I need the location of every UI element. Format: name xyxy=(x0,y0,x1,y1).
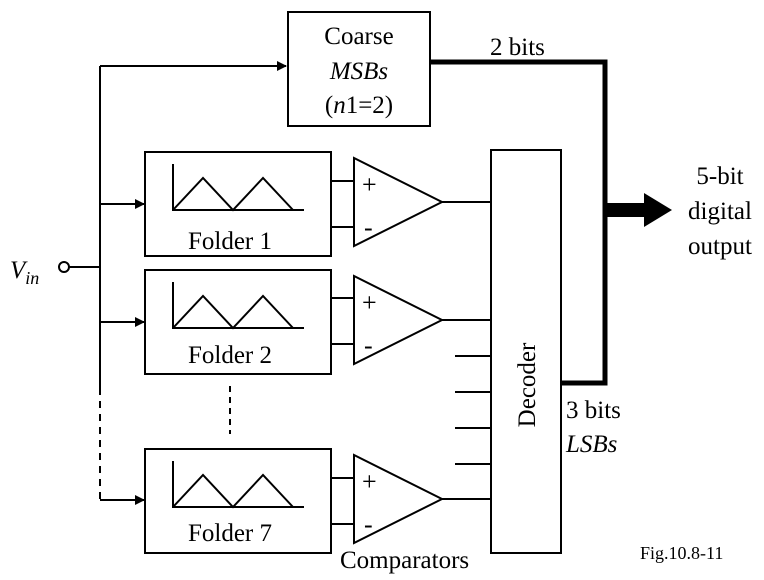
output-arrow xyxy=(603,193,672,227)
comparator-7-triangle-icon xyxy=(353,453,445,545)
folder-7-block: Folder 7 xyxy=(144,448,332,554)
msbs-label: MSBs xyxy=(329,58,388,85)
output-arrow-head-icon xyxy=(644,193,672,227)
comparator-7-minus-sign: - xyxy=(364,510,373,539)
folder-7-label: Folder 7 xyxy=(188,520,272,547)
folder-1-label: Folder 1 xyxy=(188,228,272,255)
figure-caption: Fig.10.8-11 xyxy=(640,543,723,563)
comparator-1: + - xyxy=(331,156,491,248)
folder-2-triangle-wave-icon xyxy=(172,294,294,330)
input-node-circle xyxy=(58,261,70,273)
intermediate-decoder-inputs xyxy=(455,355,491,465)
lsb-bits-label: 3 bits xyxy=(566,397,621,424)
output-arrow-shaft xyxy=(603,203,646,217)
coarse-label: Coarse xyxy=(324,23,393,50)
decoder-label: Decoder xyxy=(514,342,541,427)
msb-bus: 2 bits xyxy=(430,34,608,210)
folder-1-block: Folder 1 xyxy=(144,151,332,257)
coarse-msb-block: Coarse MSBs (n1=2) xyxy=(287,11,431,127)
comparator-7-plus-sign: + xyxy=(362,467,377,496)
vin-label: Vin xyxy=(10,257,39,288)
input-distribution-bus xyxy=(99,61,287,505)
comparator-7: + - xyxy=(331,453,491,545)
comparator-1-minus-sign: - xyxy=(364,213,373,242)
msb-bus-line xyxy=(430,59,608,210)
comparator-2-minus-sign: - xyxy=(364,331,373,360)
folder-7-triangle-wave-icon xyxy=(172,473,294,509)
lsbs-label: LSBs xyxy=(565,431,617,458)
folder-2-label: Folder 2 xyxy=(188,342,272,369)
comparator-2-plus-sign: + xyxy=(362,288,377,317)
output-label-line1: 5-bit xyxy=(696,163,743,190)
folder-1-triangle-wave-icon xyxy=(172,176,294,212)
comparators-label: Comparators xyxy=(340,547,469,574)
decoder-block: Decoder xyxy=(490,149,562,554)
folder-2-block: Folder 2 xyxy=(144,269,332,375)
msb-bits-label: 2 bits xyxy=(490,34,545,61)
output-label: 5-bit digital output xyxy=(688,163,752,260)
comparator-1-plus-sign: + xyxy=(362,170,377,199)
comparator-2-triangle-icon xyxy=(353,274,445,366)
n1-equation: (n1=2) xyxy=(325,92,393,119)
decoder-box xyxy=(490,149,562,554)
input-terminal: Vin xyxy=(10,257,100,288)
output-label-line3: output xyxy=(688,233,752,260)
comparator-2: + - xyxy=(331,274,491,366)
coarse-block-box xyxy=(287,11,431,127)
output-label-line2: digital xyxy=(688,198,752,225)
lsb-bus-line xyxy=(561,210,608,386)
comparator-1-triangle-icon xyxy=(353,156,445,248)
lsb-bus: 3 bits LSBs xyxy=(561,210,621,458)
